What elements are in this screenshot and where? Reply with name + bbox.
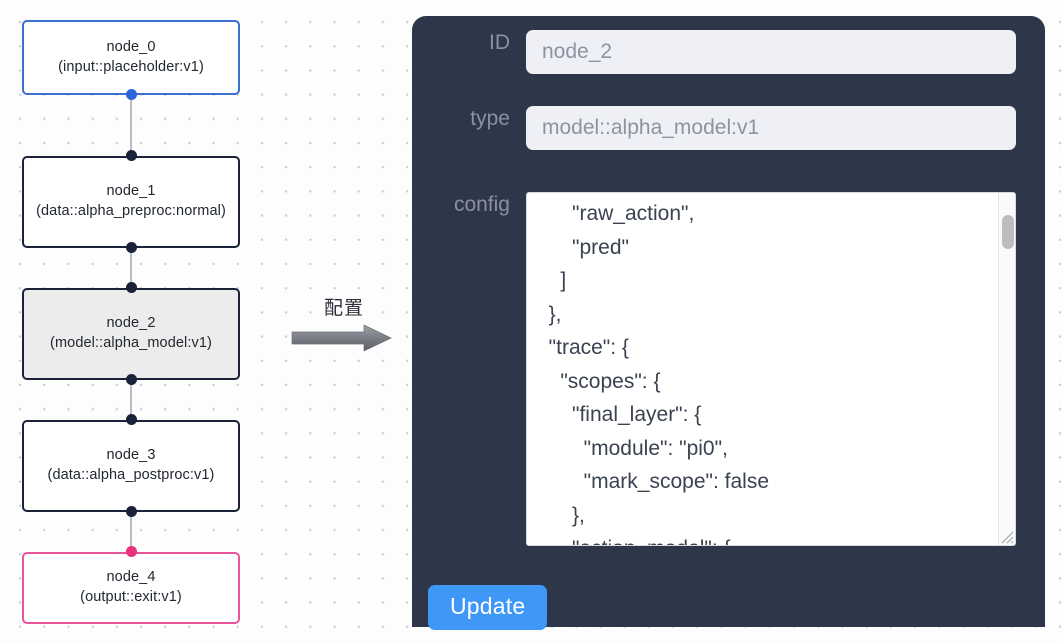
type-input[interactable] [526,106,1016,150]
config-field-label: config [453,193,510,216]
graph-node-node_4[interactable]: node_4 (output::exit:v1) [22,552,240,624]
arrow-annotation: 配置 [290,296,396,358]
right-arrow-icon [291,324,392,352]
graph-node-node_2[interactable]: node_2 (model::alpha_model:v1) [22,288,240,380]
config-textarea[interactable]: "raw_action", "pred" ] }, "trace": { "sc… [526,192,1016,546]
node-subtitle: (data::alpha_preproc:normal) [36,203,226,219]
node-subtitle: (input::placeholder:v1) [58,58,204,75]
port-dot-node_4-in[interactable] [125,546,137,557]
node-subtitle: (model::alpha_model:v1) [50,335,212,351]
node-title: node_3 [106,447,156,463]
config-scrollbar-thumb[interactable] [1001,215,1014,249]
node-graph-canvas[interactable]: node_0 (input::placeholder:v1) node_1 (d… [0,0,400,643]
graph-node-node_3[interactable]: node_3 (data::alpha_postproc:v1) [22,420,240,512]
node-title: node_4 [106,569,156,585]
edge-node1-node2 [130,244,132,294]
field-row-config: config "raw_action", "pred" ] }, "trace"… [428,192,1016,546]
port-dot-node_0-out[interactable] [125,89,137,100]
config-scrollbar[interactable] [998,193,1015,545]
id-input[interactable] [526,30,1016,74]
id-field-label: ID [489,31,510,54]
update-button[interactable]: Update [428,585,548,630]
port-dot-node_2-in[interactable] [125,282,137,293]
edge-node3-node4 [130,508,132,558]
field-row-type: type [428,106,1016,150]
type-field-label: type [470,107,510,130]
arrow-label: 配置 [323,297,364,319]
port-dot-node_2-out[interactable] [125,374,137,385]
node-subtitle: (data::alpha_postproc:v1) [47,467,215,483]
port-dot-node_1-in[interactable] [125,150,137,161]
graph-node-node_0[interactable]: node_0 (input::placeholder:v1) [22,20,240,95]
resize-grip-icon[interactable] [998,528,1014,544]
field-row-id: ID [428,30,1016,74]
node-subtitle: (output::exit:v1) [80,589,182,605]
node-config-panel: ID type config "raw_action", "pred" ] },… [412,16,1045,630]
edge-node0-node1 [130,92,132,162]
node-title: node_0 [106,38,156,55]
port-dot-node_1-out[interactable] [125,242,137,253]
port-dot-node_3-out[interactable] [125,506,137,517]
config-textarea-wrapper: "raw_action", "pred" ] }, "trace": { "sc… [526,192,1016,546]
edge-node2-node3 [130,376,132,426]
graph-node-node_1[interactable]: node_1 (data::alpha_preproc:normal) [22,156,240,248]
port-dot-node_3-in[interactable] [125,414,137,425]
node-title: node_1 [106,183,156,199]
node-title: node_2 [106,315,156,331]
